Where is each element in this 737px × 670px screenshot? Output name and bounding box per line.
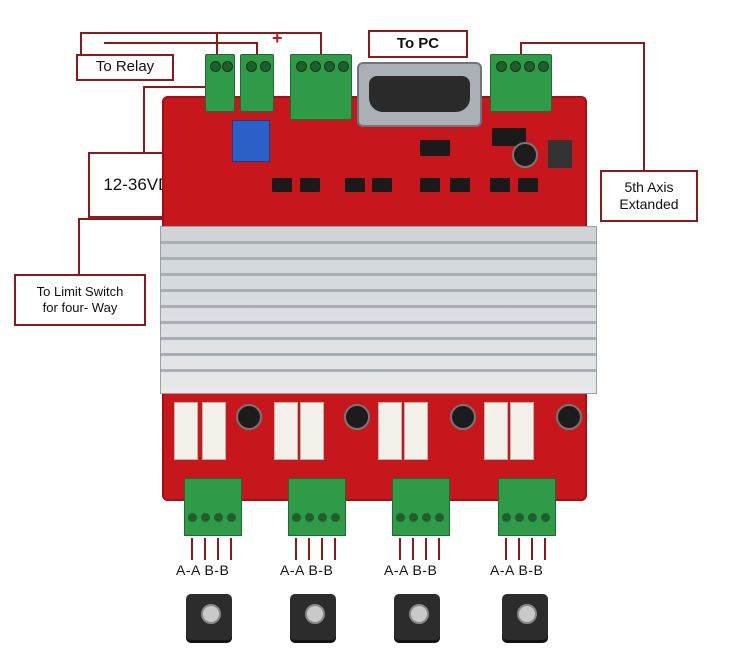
resistor-8	[510, 402, 534, 460]
wire-5th-down	[643, 42, 645, 170]
heatsink	[160, 226, 597, 394]
chip-2	[300, 178, 320, 192]
motor-terminal-4	[498, 478, 556, 536]
capacitor-2	[344, 404, 370, 430]
pins-4	[498, 538, 556, 560]
pins-2	[288, 538, 346, 560]
motor-terminal-2	[288, 478, 346, 536]
fifth-axis-label: 5th Axis Extanded	[600, 170, 698, 222]
motor-terminal-1	[184, 478, 242, 536]
pins-3	[392, 538, 450, 560]
capacitor-4	[556, 404, 582, 430]
stepper-motor-2	[290, 594, 336, 640]
wire-limit-horiz	[78, 218, 162, 220]
fifth-axis-line2: Extanded	[619, 196, 679, 212]
chip-3	[345, 178, 365, 192]
chip-7	[490, 178, 510, 192]
power-terminal	[290, 54, 352, 120]
fifth-axis-terminal	[490, 54, 552, 112]
chip-4	[372, 178, 392, 192]
stepper-motor-4	[502, 594, 548, 640]
chip-5	[420, 178, 440, 192]
to-relay-label: To Relay	[76, 54, 174, 81]
relay-terminal-2	[240, 54, 274, 112]
plus-sign: +	[272, 28, 283, 48]
resistor-7	[484, 402, 508, 460]
pins-1	[184, 538, 242, 560]
wire-5th-top	[520, 42, 644, 44]
resistor-3	[274, 402, 298, 460]
wire-relay-left	[80, 32, 82, 56]
resistor-4	[300, 402, 324, 460]
chip-1	[272, 178, 292, 192]
capacitor-3	[450, 404, 476, 430]
capacitor-top	[512, 142, 538, 168]
limit-switch-label: To Limit Switch for four- Way	[14, 274, 146, 326]
motor-terminal-3	[392, 478, 450, 536]
resistor-1	[174, 402, 198, 460]
resistor-5	[378, 402, 402, 460]
wire-relay-top2	[104, 42, 258, 44]
to-pc-label: To PC	[368, 30, 468, 58]
wire-limit-vert	[78, 218, 80, 276]
chip-6	[450, 178, 470, 192]
relay-component	[232, 120, 270, 162]
wire-relay-drop2	[256, 42, 258, 54]
wire-plus-drop	[320, 32, 322, 54]
wire-5th-drop	[520, 42, 522, 54]
phase-label-2: A-A B-B	[280, 562, 334, 578]
limit-switch-line2: for four- Way	[42, 300, 118, 315]
wire-vdc-down	[143, 86, 145, 152]
chip-8	[518, 178, 538, 192]
phase-label-4: A-A B-B	[490, 562, 544, 578]
db25-connector	[357, 62, 482, 127]
chip-ic-2	[492, 128, 526, 146]
stepper-motor-3	[394, 594, 440, 640]
capacitor-1	[236, 404, 262, 430]
wire-relay-top	[80, 32, 322, 34]
resistor-2	[202, 402, 226, 460]
stepper-motor-1	[186, 594, 232, 640]
phase-label-3: A-A B-B	[384, 562, 438, 578]
chip-ic-1	[420, 140, 450, 156]
phase-label-1: A-A B-B	[176, 562, 230, 578]
limit-switch-line1: To Limit Switch	[36, 283, 124, 299]
resistor-6	[404, 402, 428, 460]
regulator	[548, 140, 572, 168]
wire-vdc-top	[143, 86, 207, 88]
relay-terminal-1	[205, 54, 235, 112]
fifth-axis-line1: 5th Axis	[624, 178, 674, 195]
